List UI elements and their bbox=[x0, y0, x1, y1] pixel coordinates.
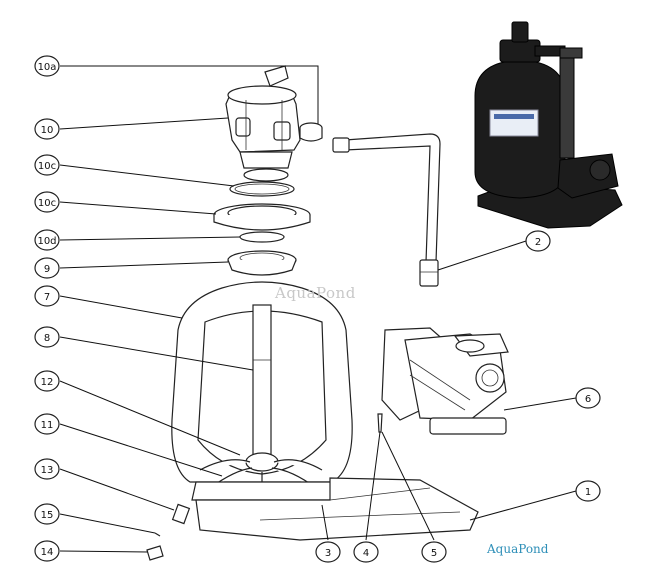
screw bbox=[377, 413, 383, 433]
callout-label: 11 bbox=[41, 420, 54, 431]
callout-label: 3 bbox=[325, 548, 331, 559]
pump bbox=[381, 327, 509, 435]
leader-lines bbox=[59, 65, 577, 553]
callout-4: 4 bbox=[353, 541, 379, 563]
multiport-valve bbox=[225, 65, 301, 182]
connection-pipe bbox=[332, 133, 441, 287]
callout-label: 10d bbox=[37, 236, 56, 247]
callout-label: 4 bbox=[363, 548, 369, 559]
callout-11: 11 bbox=[34, 413, 60, 435]
callout-label: 10c bbox=[38, 161, 56, 172]
callout-label: 10 bbox=[41, 125, 54, 136]
callout-10c: 10c bbox=[34, 154, 60, 176]
callout-15: 15 bbox=[34, 503, 60, 525]
callout-3: 3 bbox=[315, 541, 341, 563]
callout-14: 14 bbox=[34, 540, 60, 562]
callout-label: 10a bbox=[38, 62, 57, 73]
callout-10: 10 bbox=[34, 118, 60, 140]
callout-6: 6 bbox=[575, 387, 601, 409]
clamp-ring bbox=[213, 203, 311, 231]
small-part-15 bbox=[154, 532, 161, 537]
callout-label: 7 bbox=[44, 292, 50, 303]
callout-label: 1 bbox=[585, 487, 591, 498]
callout-label: 5 bbox=[431, 548, 437, 559]
callout-label: 10c bbox=[38, 198, 56, 209]
assembled-filter-photo bbox=[474, 21, 623, 229]
callout-5: 5 bbox=[421, 541, 447, 563]
tank-flange bbox=[227, 250, 297, 276]
callout-8: 8 bbox=[34, 326, 60, 348]
callout-13: 13 bbox=[34, 458, 60, 480]
callout-1: 1 bbox=[575, 480, 601, 502]
callout-label: 13 bbox=[41, 465, 54, 476]
filter-tank bbox=[171, 281, 353, 525]
brand-logo: AquaPond bbox=[486, 542, 549, 556]
watermark: AquaPond bbox=[274, 284, 356, 302]
callout-2: 2 bbox=[525, 230, 551, 252]
small-part-14 bbox=[146, 545, 164, 561]
o-ring-10c bbox=[229, 181, 295, 197]
callout-label: 14 bbox=[41, 547, 54, 558]
part-10a-cap bbox=[299, 122, 323, 142]
callout-label: 12 bbox=[41, 377, 54, 388]
callout-label: 15 bbox=[41, 510, 54, 521]
callout-label: 8 bbox=[44, 333, 50, 344]
base-plate bbox=[195, 477, 479, 541]
callout-label: 2 bbox=[535, 237, 541, 248]
callout-9: 9 bbox=[34, 257, 60, 279]
callout-12: 12 bbox=[34, 370, 60, 392]
callout-7: 7 bbox=[34, 285, 60, 307]
callout-label: 6 bbox=[585, 394, 591, 405]
callout-10c-2: 10c bbox=[34, 191, 60, 213]
callout-10a: 10a bbox=[34, 55, 60, 77]
callout-10d: 10d bbox=[34, 229, 60, 251]
ring-10d bbox=[239, 231, 285, 243]
callout-label: 9 bbox=[44, 264, 50, 275]
